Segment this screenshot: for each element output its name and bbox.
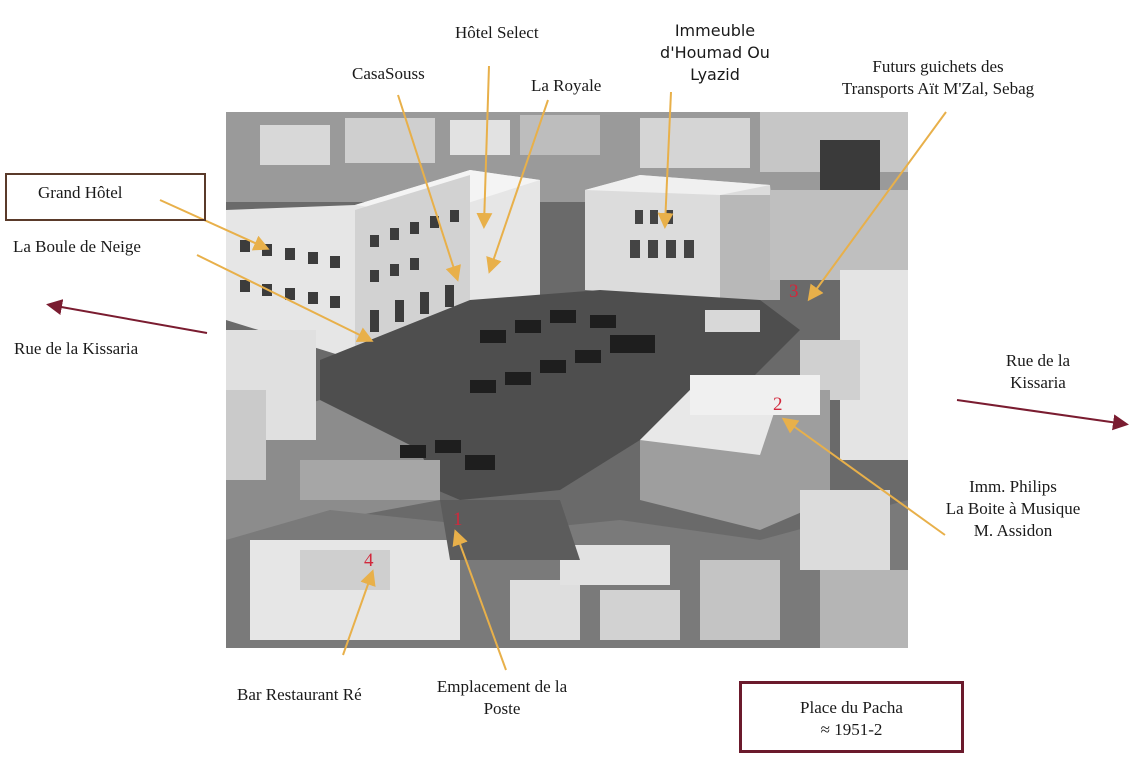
label-place: Place du Pacha ≈ 1951-2 [739,697,964,741]
label-poste-line2: Poste [483,699,521,718]
label-philips-line2: La Boite à Musique [945,499,1081,518]
label-futurs-line1: Futurs guichets des [872,57,1004,76]
label-hotel-select: Hôtel Select [455,23,539,42]
label-philips-line3: M. Assidon [973,521,1053,540]
label-immeuble-line2: d'Houmad Ou [660,43,770,62]
grand-hotel-box [5,173,206,221]
label-rue-right-line1: Rue de la [1005,351,1071,370]
label-bar: Bar Restaurant Ré [237,685,362,704]
label-immeuble-line1: Immeuble [674,21,756,40]
marker-3: 3 [789,281,799,302]
label-la-royale: La Royale [531,76,602,95]
label-poste-line1: Emplacement de la [436,677,568,696]
place-du-pacha-box [739,681,964,753]
label-immeuble-line3: Lyazid [690,65,740,84]
label-place-line2: ≈ 1951-2 [820,720,883,739]
label-poste: Emplacement de la Poste [412,676,592,720]
label-grand-hotel: Grand Hôtel [38,183,123,202]
marker-4: 4 [364,550,374,571]
marker-2: 2 [773,394,783,415]
label-futurs: Futurs guichets des Transports Aït M'Zal… [808,56,1068,100]
label-philips-line1: Imm. Philips [969,477,1057,496]
marker-1: 1 [453,509,463,530]
label-rue-right-line2: Kissaria [1010,373,1066,392]
label-casasouss: CasaSouss [352,64,425,83]
label-philips: Imm. Philips La Boite à Musique M. Assid… [923,476,1103,542]
label-futurs-line2: Transports Aït M'Zal, Sebag [841,79,1035,98]
label-immeuble: Immeuble d'Houmad Ou Lyazid [640,20,790,86]
label-boule-neige: La Boule de Neige [13,237,141,256]
label-rue-left: Rue de la Kissaria [14,339,139,358]
label-rue-right: Rue de la Kissaria [978,350,1098,394]
label-place-line1: Place du Pacha [800,698,903,717]
